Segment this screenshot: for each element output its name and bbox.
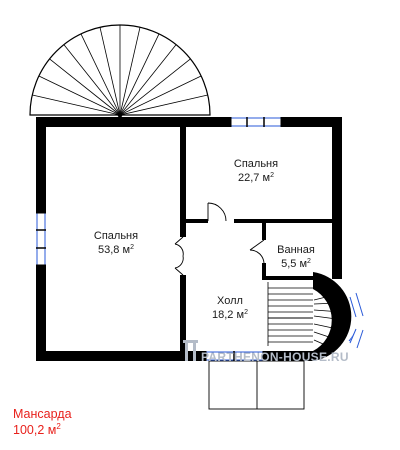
turret (313, 272, 364, 361)
floor-caption: Мансарда 100,2 м2 (13, 406, 72, 438)
interior-walls (180, 127, 332, 351)
doors (174, 202, 265, 276)
spiral-step-line (119, 75, 202, 116)
spiral-center-post (117, 112, 123, 118)
spiral-step-line (119, 33, 160, 116)
spiral-step-line (99, 27, 121, 116)
room-area-bathroom: 5,5 м2 (281, 258, 311, 270)
spiral-staircase-top (29, 24, 211, 118)
room-labels: Спальня 53,8 м2 Спальня 22,7 м2 Ванная 5… (94, 158, 315, 321)
watermark-text: PARTHENON-HOUSE.RU (201, 350, 349, 364)
spiral-step-line (80, 33, 121, 116)
spiral-step-line (49, 58, 121, 116)
room-name-bedroom-large: Спальня (94, 230, 138, 242)
watermark: PARTHENON-HOUSE.RU (183, 340, 349, 364)
spiral-step-line (119, 27, 141, 116)
spiral-step-line (63, 44, 121, 116)
room-name-bedroom-small: Спальня (234, 158, 278, 170)
floor-area: 100,2 м2 (13, 421, 61, 437)
floor-name: Мансарда (13, 407, 72, 421)
room-name-bathroom: Ванная (277, 244, 315, 256)
spiral-step-line (38, 75, 121, 116)
room-name-hall: Холл (217, 295, 243, 307)
spiral-step-line (119, 94, 208, 116)
spiral-step-line (119, 58, 191, 116)
room-area-bedroom-large: 53,8 м2 (98, 244, 134, 256)
balcony (208, 360, 305, 410)
room-area-bedroom-small: 22,7 м2 (238, 172, 274, 184)
spiral-step-line (32, 94, 121, 116)
windows (36, 117, 282, 361)
room-area-hall: 18,2 м2 (212, 309, 248, 321)
spiral-step-line (119, 44, 177, 116)
